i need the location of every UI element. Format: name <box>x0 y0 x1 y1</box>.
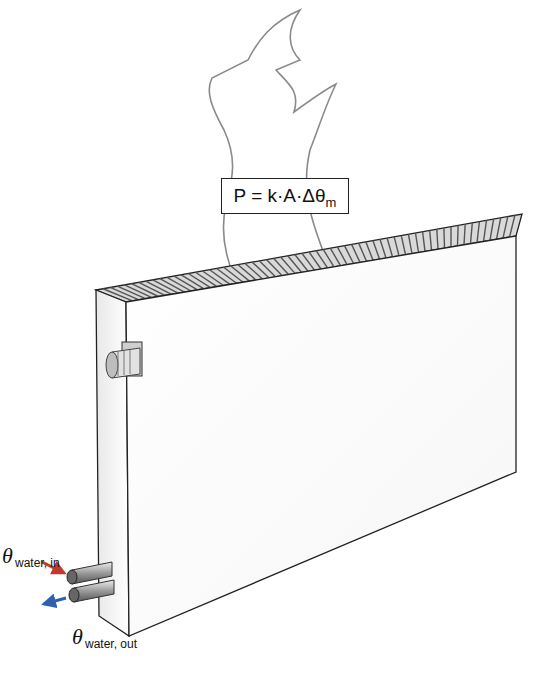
grille-slat <box>288 256 302 272</box>
outlet-pipe <box>69 580 114 602</box>
grille-slat <box>450 227 451 247</box>
grille-slat <box>274 258 289 274</box>
grille-slat <box>477 222 479 243</box>
grille-slat <box>359 243 367 261</box>
grille-slat <box>437 229 438 249</box>
grille-slat <box>430 230 432 250</box>
grille-slat <box>252 262 269 278</box>
grille-slat <box>266 260 282 276</box>
grille-slat <box>510 215 515 237</box>
grille-slat <box>503 217 508 239</box>
grille-slat <box>484 220 487 241</box>
grille-slat <box>352 244 360 262</box>
grille-slat <box>490 219 494 240</box>
grille-slat <box>245 263 262 279</box>
grille-slat <box>443 228 445 248</box>
formula-box: P = k·A·Δθm <box>221 178 350 214</box>
inlet-pipe <box>67 562 112 584</box>
grille-slat <box>224 267 243 282</box>
grille-slat <box>408 234 412 253</box>
grille-slat <box>471 223 473 244</box>
grille-slat <box>423 232 425 252</box>
grille-slat <box>401 236 405 255</box>
grille-slat <box>416 233 419 253</box>
theta-symbol: θ <box>72 624 83 650</box>
outflow-arrow <box>44 598 66 604</box>
grille-slat <box>497 218 501 240</box>
grille-slat <box>457 225 459 246</box>
grille-slat <box>387 238 392 257</box>
outlet-label: water, out <box>85 637 137 651</box>
grille-slat <box>373 241 380 260</box>
grille-slat <box>259 261 275 277</box>
grille-slat <box>394 237 399 256</box>
formula-text: P = k·A·Δθ <box>234 185 326 206</box>
grille-slat <box>295 255 308 272</box>
grille-slat <box>380 239 386 258</box>
grille-slat <box>366 242 373 260</box>
theta-symbol: θ <box>2 543 13 569</box>
grille-slat <box>217 268 237 283</box>
thermostat-valve <box>106 342 142 378</box>
inlet-label: water, in <box>15 556 60 570</box>
grille-slat <box>464 224 465 245</box>
grille-slat <box>337 247 347 265</box>
radiator-front <box>126 236 516 636</box>
grille-slat <box>210 270 230 285</box>
grille-slat <box>281 257 295 273</box>
formula-subscript: m <box>326 195 337 210</box>
grille-slat <box>238 265 256 280</box>
grille-slat <box>345 246 354 264</box>
grille-slat <box>231 266 250 281</box>
grille-slat <box>302 253 315 270</box>
